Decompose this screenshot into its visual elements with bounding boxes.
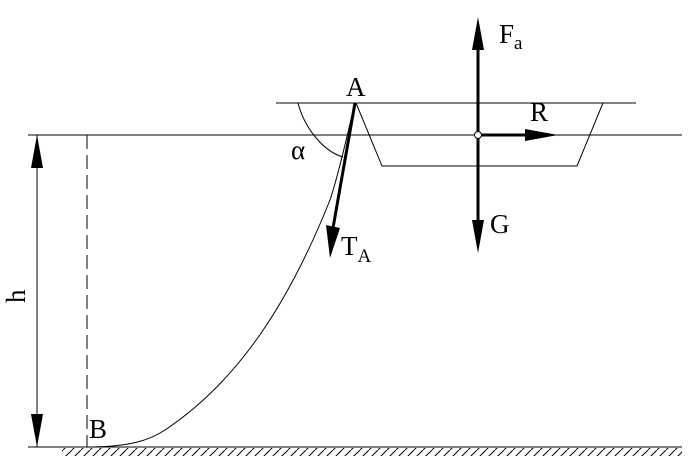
- resistance-vector-arrowhead: [525, 129, 558, 141]
- depth-arrow-bottom: [31, 414, 43, 447]
- label-force-resistance: R: [530, 97, 548, 127]
- label-force-tension: TA: [341, 231, 372, 267]
- buoyancy-vector-arrowhead: [472, 17, 484, 50]
- label-force-tension-sub: A: [358, 246, 372, 267]
- label-point-b: B: [89, 414, 107, 444]
- label-force-buoyancy-sub: a: [514, 33, 523, 54]
- label-force-gravity: G: [490, 209, 510, 239]
- label-force-tension-main: T: [341, 231, 358, 261]
- seabed-hatching: [62, 448, 682, 456]
- angle-arc: [297, 102, 344, 158]
- tension-vector-arrowhead: [326, 225, 340, 258]
- gravity-vector-arrowhead: [472, 220, 484, 253]
- label-force-buoyancy-main: F: [499, 19, 514, 49]
- depth-arrow-top: [31, 135, 43, 168]
- label-angle-alpha: α: [291, 135, 305, 165]
- mooring-line-curve: [86, 102, 356, 448]
- force-origin-point: [474, 131, 482, 139]
- tension-vector-line: [331, 102, 357, 229]
- label-point-a: A: [346, 72, 366, 102]
- label-force-buoyancy: Fa: [499, 19, 523, 54]
- label-depth-h: h: [1, 289, 31, 303]
